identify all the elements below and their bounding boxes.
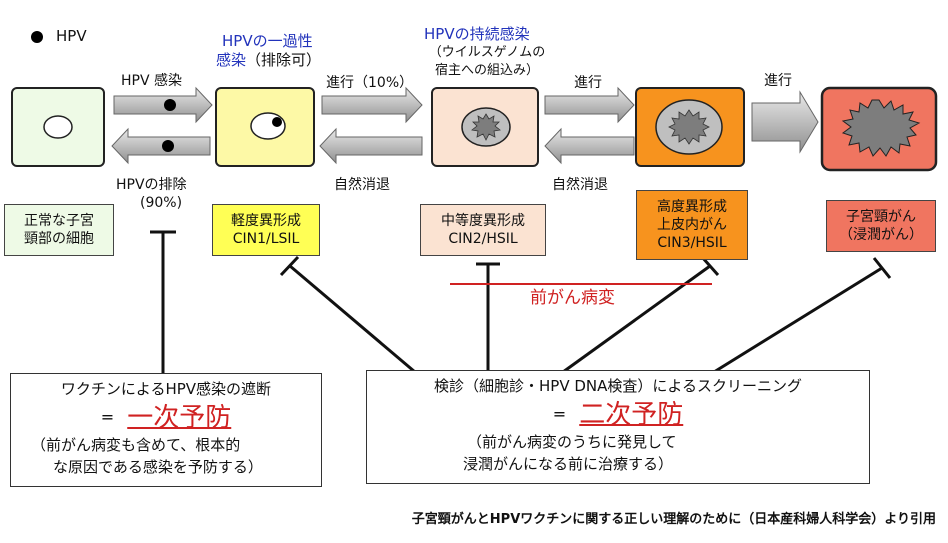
progress-arrow-1 <box>321 86 423 124</box>
primary-name: 一次予防 <box>127 402 232 433</box>
regression-arrow-2 <box>544 127 635 165</box>
precancer-label: 前がん病変 <box>530 288 615 308</box>
stage-label-line: 正常な子宮 <box>24 213 94 229</box>
stage-label-cin1: 軽度異形成 CIN1/LSIL <box>212 204 320 256</box>
persistent-sub1: （ウイルスゲノムの <box>428 45 546 60</box>
stage-label-line: （浸潤がん） <box>839 227 923 243</box>
cancer-mass <box>841 99 921 157</box>
nucleus-star <box>471 113 501 141</box>
infection-label: HPV 感染 <box>121 73 182 89</box>
hpv-particle-icon <box>162 140 174 152</box>
elimination-label: HPVの排除 <box>116 177 187 193</box>
transient-sub2: （排除可） <box>246 51 322 69</box>
primary-title: ワクチンによるHPV感染の遮断 <box>60 380 272 398</box>
secondary-note1: （前がん病変のうちに発見して <box>467 433 677 451</box>
legend-hpv-label: HPV <box>56 27 87 45</box>
stage-label-line: CIN1/LSIL <box>232 231 300 247</box>
transient-sub1: 感染 <box>216 51 247 69</box>
stage-label-line: 中等度異形成 <box>441 213 525 229</box>
progress-arrow-3 <box>751 90 819 154</box>
stage-label-line: 子宮頸がん <box>846 209 916 225</box>
infection-arrow <box>113 86 213 124</box>
stage-label-invasive: 子宮頸がん （浸潤がん） <box>826 200 936 252</box>
citation: 子宮頸がんとHPVワクチンに関する正しい理解のために（日本産科婦人科学会）より引… <box>411 512 936 527</box>
secondary-title: 検診（細胞診・HPV DNA検査）によるスクリーニング <box>434 377 802 395</box>
transient-title: HPVの一過性 <box>222 32 313 50</box>
regress-label-2: 自然消退 <box>552 177 608 193</box>
inhibition-lines <box>150 230 892 375</box>
stage-label-line: 軽度異形成 <box>231 213 301 229</box>
primary-eq: = <box>100 407 115 427</box>
secondary-note2: 浸潤がんになる前に治療する） <box>463 455 674 473</box>
transient-caption: 感染（排除可） <box>216 51 321 69</box>
persistent-title: HPVの持続感染 <box>424 25 530 43</box>
progress-label-3: 進行 <box>764 73 792 89</box>
primary-note1: （前がん病変も含めて、根本的 <box>31 436 241 454</box>
stage-label-line: 高度異形成 <box>657 199 727 215</box>
primary-name-row: = 一次予防 <box>11 402 321 433</box>
regression-arrow-1 <box>319 127 423 165</box>
stage-label-line: 上皮内がん <box>657 217 727 233</box>
primary-note2: な原因である感染を予防する） <box>53 458 263 476</box>
hpv-particle-icon <box>164 99 176 111</box>
progress-arrow-2 <box>544 86 635 124</box>
hpv-dot-icon <box>31 31 43 43</box>
regress-label-1: 自然消退 <box>334 177 390 193</box>
stage-label-line: 頸部の細胞 <box>24 231 94 247</box>
secondary-prevention-box: 検診（細胞診・HPV DNA検査）によるスクリーニング = 二次予防 （前がん病… <box>366 370 870 484</box>
stage-label-line: CIN2/HSIL <box>448 231 518 247</box>
persistent-sub2: 宿主への組込み） <box>434 63 539 78</box>
elimination-pct: (90%) <box>140 195 183 211</box>
stage-label-cin3: 高度異形成 上皮内がん CIN3/HSIL <box>636 190 748 260</box>
progress-label-10: 進行（10%） <box>326 75 414 91</box>
stage-label-normal: 正常な子宮 頸部の細胞 <box>4 204 114 256</box>
secondary-name: 二次予防 <box>579 399 684 430</box>
progress-label-2: 進行 <box>574 75 602 91</box>
stage-label-line: CIN3/HSIL <box>657 235 727 251</box>
secondary-eq: = <box>552 404 567 424</box>
secondary-name-row: = 二次予防 <box>367 399 869 430</box>
stage-label-cin2: 中等度異形成 CIN2/HSIL <box>420 204 546 256</box>
nucleus-star <box>668 109 710 145</box>
elimination-arrow <box>111 127 211 165</box>
primary-prevention-box: ワクチンによるHPV感染の遮断 = 一次予防 （前がん病変も含めて、根本的 な原… <box>10 373 322 487</box>
